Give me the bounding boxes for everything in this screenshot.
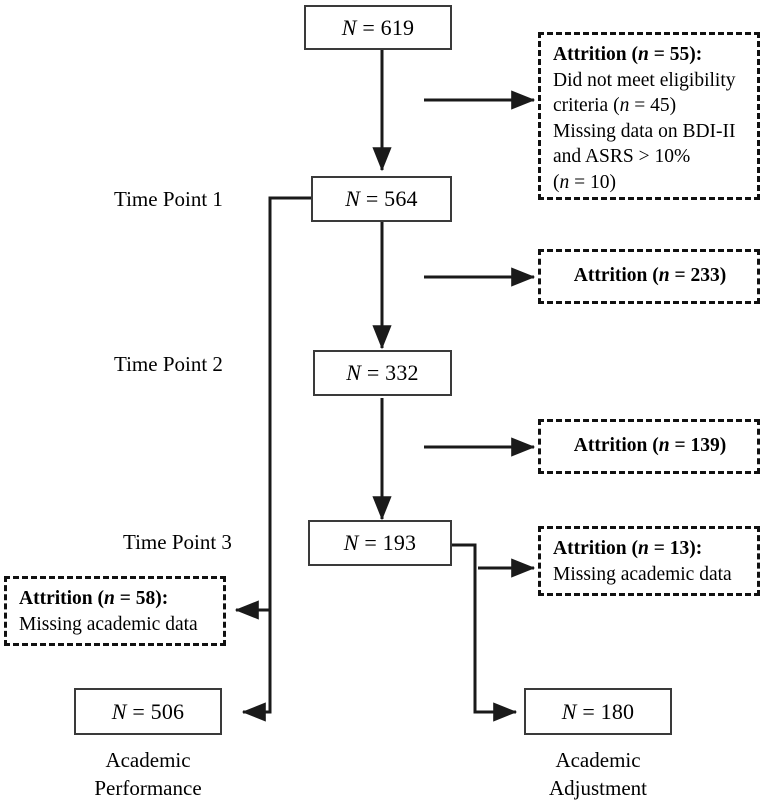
sample-box-n180: N = 180	[524, 688, 672, 735]
sample-box-n180-label: N = 180	[561, 698, 635, 724]
attrition-box-13-line-1: Missing academic data	[553, 563, 732, 585]
sample-box-n193-label: N = 193	[343, 530, 417, 555]
attrition-box-55-header: Attrition (n = 55):	[553, 44, 703, 65]
attrition-box-139: Attrition (n = 139)	[538, 419, 760, 474]
sample-box-n332: N = 332	[313, 350, 452, 396]
attrition-box-233-header: Attrition (n = 233)	[573, 265, 727, 287]
stage-label-time-point-2: Time Point 2	[114, 352, 223, 376]
outcome-caption-academic-performance-line1: Academic	[105, 748, 191, 772]
attrition-box-58: Attrition (n = 58): Missing academic dat…	[4, 576, 226, 646]
sample-box-n193: N = 193	[308, 520, 452, 566]
outcome-caption-academic-adjustment-line1: Academic	[555, 748, 641, 772]
attrition-box-233: Attrition (n = 233)	[538, 249, 760, 304]
sample-box-n506: N = 506	[74, 688, 222, 735]
stage-label-time-point-3: Time Point 3	[123, 530, 232, 554]
sample-box-n332-label: N = 332	[346, 360, 419, 385]
attrition-box-58-header: Attrition (n = 58):	[19, 588, 169, 609]
outcome-caption-academic-adjustment: Academic Adjustment	[524, 746, 672, 802]
sample-box-n506-label: N = 506	[111, 698, 185, 724]
connector-193-to-180	[452, 543, 518, 722]
attrition-box-55-line-3: Missing data on BDI-II	[553, 120, 736, 142]
attrition-box-13-header: Attrition (n = 13):	[553, 538, 703, 559]
attrition-box-55-line-2: criteria (n = 45)	[553, 95, 677, 116]
attrition-box-13: Attrition (n = 13): Missing academic dat…	[538, 526, 760, 596]
sample-box-n619: N = 619	[304, 5, 452, 50]
outcome-caption-academic-performance-line2: Performance	[94, 776, 202, 800]
outcome-caption-academic-performance: Academic Performance	[74, 746, 222, 802]
sample-box-n564: N = 564	[311, 176, 452, 222]
attrition-box-55-line-4: and ASRS > 10%	[553, 146, 691, 167]
attrition-box-55-line-1: Did not meet eligibility	[553, 69, 736, 91]
sample-box-n564-label: N = 564	[345, 186, 418, 211]
attrition-box-55-line-5: (n = 10)	[553, 171, 616, 193]
stage-label-time-point-1: Time Point 1	[114, 187, 223, 211]
attrition-box-139-header: Attrition (n = 139)	[573, 435, 727, 457]
connector-564-to-506	[241, 196, 311, 722]
attrition-box-58-line-1: Missing academic data	[19, 613, 198, 635]
sample-box-n619-label: N = 619	[341, 14, 415, 40]
outcome-caption-academic-adjustment-line2: Adjustment	[549, 776, 647, 800]
attrition-box-55: Attrition (n = 55): Did not meet eligibi…	[538, 32, 760, 200]
